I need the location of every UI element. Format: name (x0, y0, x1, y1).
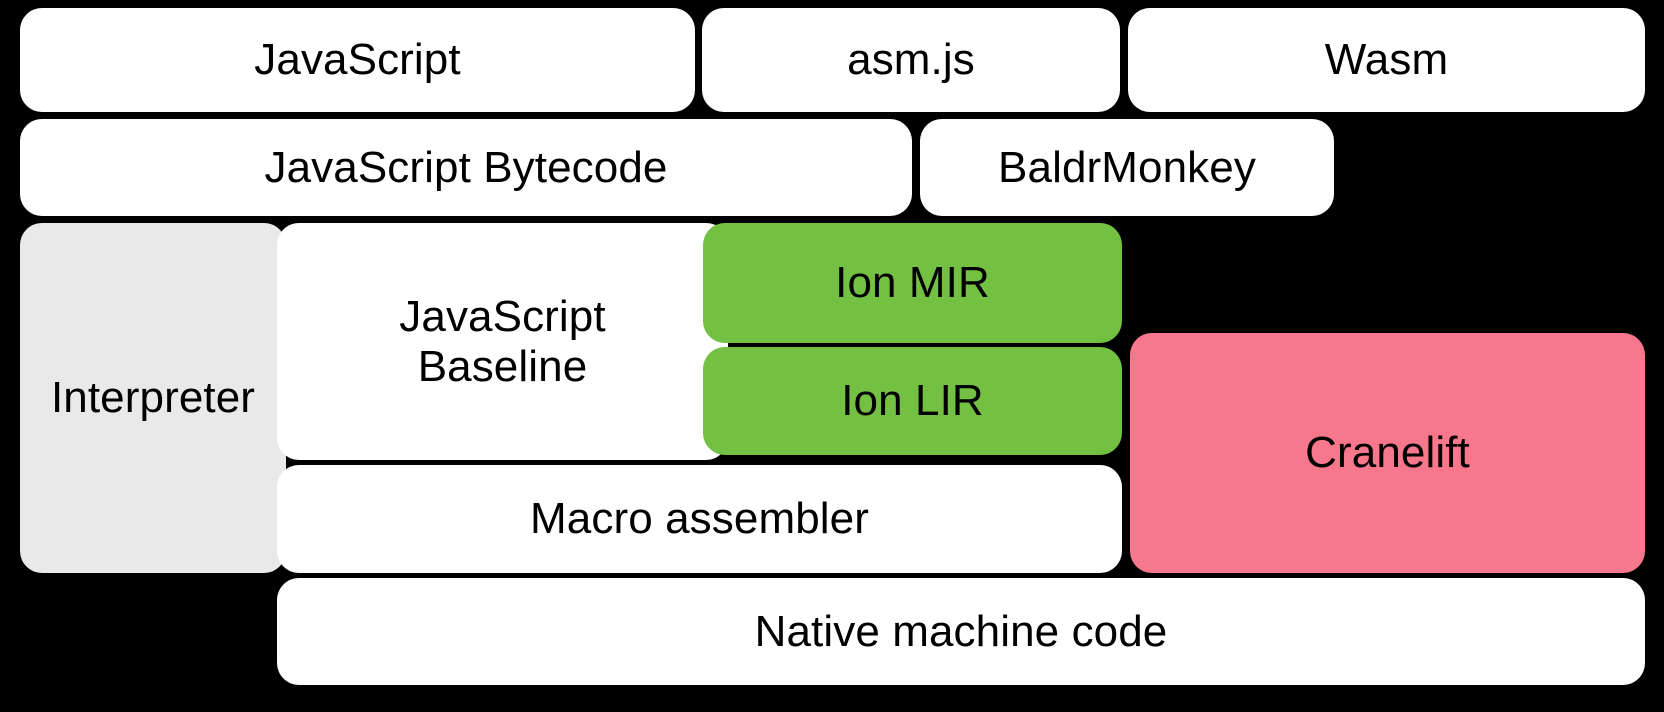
node-label-native-machine-code: Native machine code (754, 606, 1168, 656)
node-ion-lir[interactable]: Ion LIR (703, 347, 1122, 455)
node-label-ion-mir: Ion MIR (835, 258, 990, 308)
node-label-cranelift: Cranelift (1305, 428, 1470, 478)
node-baldrmonkey[interactable]: BaldrMonkey (920, 119, 1334, 216)
node-native-machine-code[interactable]: Native machine code (277, 578, 1645, 685)
node-label-asmjs: asm.js (847, 35, 975, 85)
node-label-macro-assembler: Macro assembler (530, 494, 869, 544)
node-label-javascript-baseline: JavaScript Baseline (399, 292, 606, 391)
node-label-ion-lir: Ion LIR (841, 376, 984, 426)
node-javascript-baseline[interactable]: JavaScript Baseline (277, 223, 728, 460)
node-label-javascript: JavaScript (254, 35, 461, 85)
node-asmjs[interactable]: asm.js (702, 8, 1120, 112)
node-label-wasm: Wasm (1324, 35, 1449, 85)
node-javascript[interactable]: JavaScript (20, 8, 695, 112)
node-interpreter[interactable]: Interpreter (20, 223, 286, 573)
node-label-javascript-bytecode: JavaScript Bytecode (264, 142, 668, 192)
node-javascript-bytecode[interactable]: JavaScript Bytecode (20, 119, 912, 216)
node-macro-assembler[interactable]: Macro assembler (277, 465, 1122, 573)
node-wasm[interactable]: Wasm (1128, 8, 1645, 112)
node-label-baldrmonkey: BaldrMonkey (998, 142, 1256, 192)
node-ion-mir[interactable]: Ion MIR (703, 223, 1122, 343)
node-cranelift[interactable]: Cranelift (1130, 333, 1645, 573)
node-label-interpreter: Interpreter (50, 373, 256, 423)
